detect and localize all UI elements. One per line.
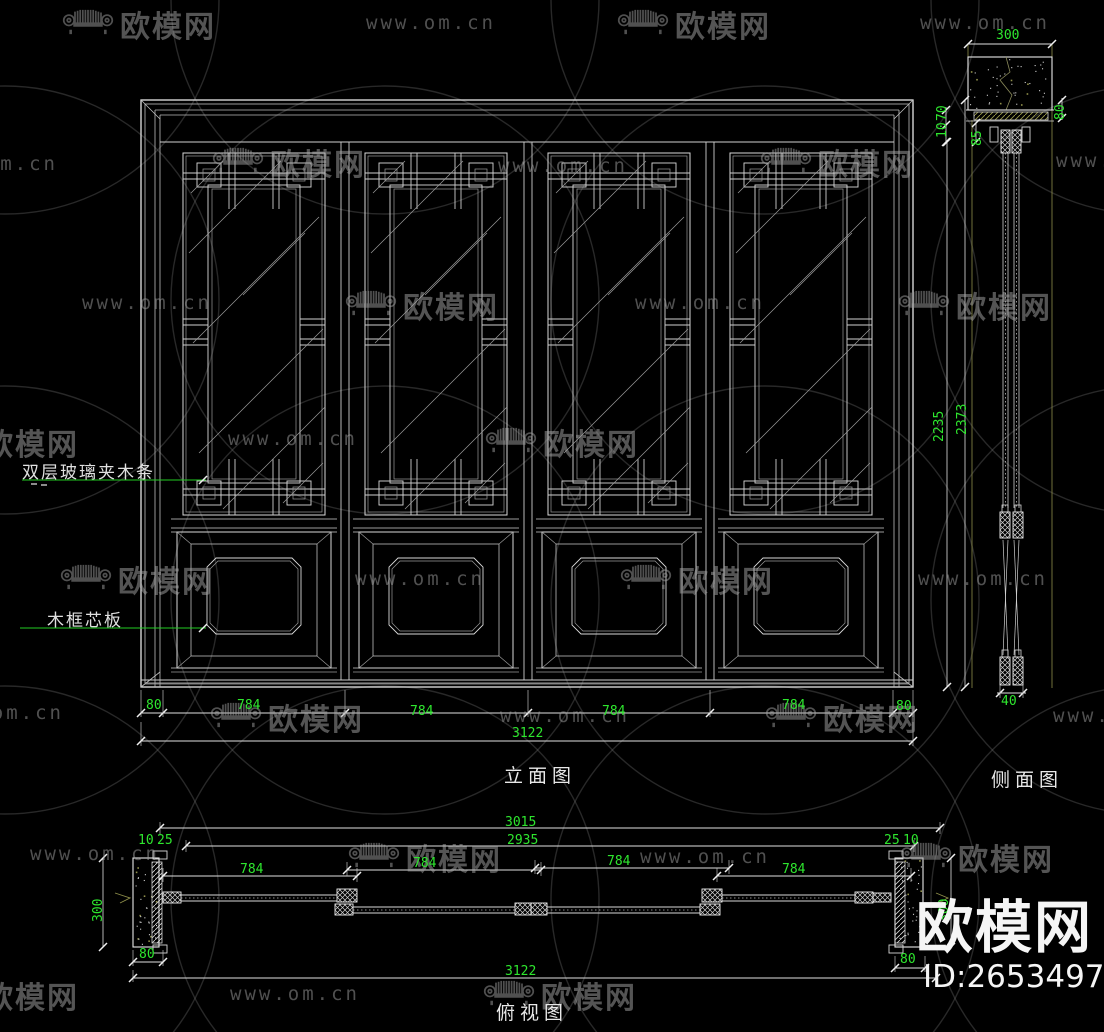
dimension-lines bbox=[98, 39, 1067, 983]
elevation-drawing bbox=[20, 99, 914, 688]
callout-double-glass: 双层玻璃夹木条 bbox=[22, 463, 155, 483]
top-dim-10-left: 10 bbox=[138, 833, 154, 848]
top-dim-2935: 2935 bbox=[507, 833, 539, 848]
top-dim-784-4: 784 bbox=[782, 862, 806, 877]
side-dim-70: 70 bbox=[935, 105, 950, 121]
side-dim-40: 40 bbox=[1001, 694, 1017, 709]
side-dim-80: 80 bbox=[1053, 104, 1068, 120]
elev-dim-784-2: 784 bbox=[410, 704, 434, 719]
callout-core-panel: 木框芯板 bbox=[47, 611, 123, 631]
top-view-drawing bbox=[114, 850, 950, 954]
side-dim-10: 10 bbox=[935, 122, 950, 138]
top-view-label: 俯视图 bbox=[496, 1002, 569, 1024]
top-dim-3015: 3015 bbox=[505, 815, 537, 830]
top-dim-80-left: 80 bbox=[139, 947, 155, 962]
side-dim-300: 300 bbox=[996, 28, 1020, 43]
elevation-label: 立面图 bbox=[504, 765, 577, 787]
top-dim-total: 3122 bbox=[505, 964, 537, 979]
top-dim-10-right: 10 bbox=[903, 833, 919, 848]
elev-dim-784-1: 784 bbox=[237, 698, 261, 713]
elev-dim-784-4: 784 bbox=[782, 698, 806, 713]
top-dim-784-1: 784 bbox=[240, 862, 264, 877]
site-brand: 欧模网 bbox=[916, 895, 1093, 961]
top-dim-300-left: 300 bbox=[91, 898, 106, 922]
elev-dim-total: 3122 bbox=[512, 726, 544, 741]
side-view-drawing bbox=[966, 44, 1054, 688]
top-dim-25-left: 25 bbox=[157, 833, 173, 848]
top-dim-784-3: 784 bbox=[607, 854, 631, 869]
elev-dim-80-right: 80 bbox=[896, 699, 912, 714]
side-dim-2235: 2235 bbox=[932, 410, 947, 442]
top-dim-784-2: 784 bbox=[413, 856, 437, 871]
elev-dim-784-3: 784 bbox=[602, 704, 626, 719]
side-view-label: 侧面图 bbox=[991, 769, 1064, 791]
side-dim-2373: 2373 bbox=[955, 403, 970, 435]
top-dim-25-right: 25 bbox=[884, 833, 900, 848]
elev-dim-80-left: 80 bbox=[146, 698, 162, 713]
top-dim-80-right: 80 bbox=[900, 952, 916, 967]
side-dim-85: 85 bbox=[970, 130, 985, 146]
site-id: ID:2653497 bbox=[923, 959, 1104, 995]
